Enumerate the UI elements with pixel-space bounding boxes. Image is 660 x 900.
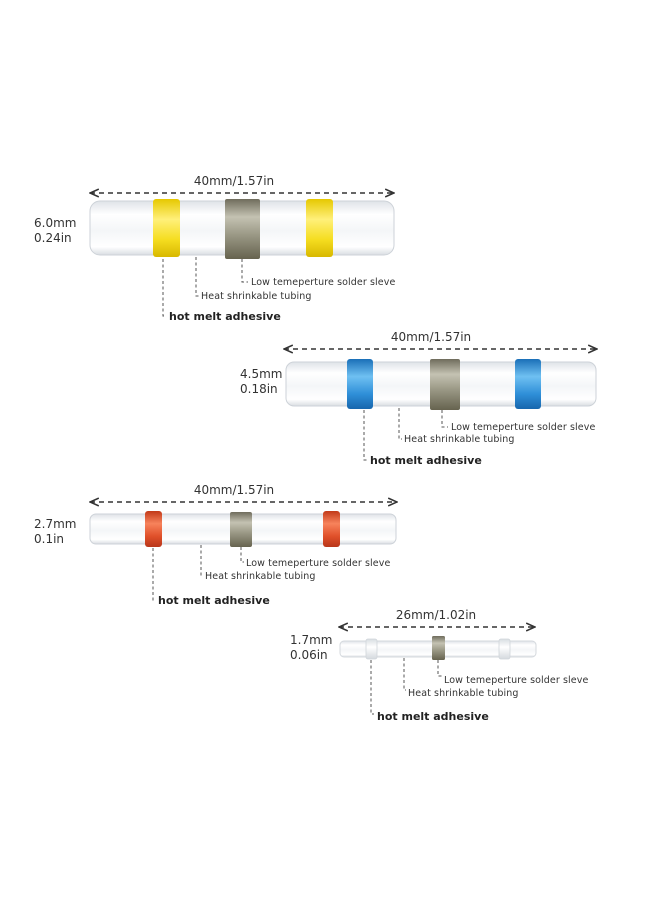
solder-leader: [240, 547, 244, 563]
adhesive-band-left: [347, 359, 373, 409]
solder-label: Low temeperture solder sleve: [444, 675, 588, 686]
adhesive-band-left: [145, 511, 162, 547]
solder-sleeve: [432, 636, 445, 660]
solder-label: Low temeperture solder sleve: [451, 422, 595, 433]
tubing-leader: [200, 545, 203, 577]
adhesive-label: hot melt adhesive: [169, 310, 281, 323]
tubing-label: Heat shrinkable tubing: [408, 688, 518, 699]
adhesive-label: hot melt adhesive: [370, 454, 482, 467]
diameter-in-label: 0.18in: [240, 382, 278, 396]
tubing-label: Heat shrinkable tubing: [404, 434, 514, 445]
tubing-label: Heat shrinkable tubing: [201, 291, 311, 302]
adhesive-band-right: [515, 359, 541, 409]
length-label: 40mm/1.57in: [194, 483, 274, 497]
connector-4-5mm: 40mm/1.57in 4.5mm 0.18in Low temeperture…: [240, 330, 597, 467]
length-label: 40mm/1.57in: [391, 330, 471, 344]
solder-sleeve: [430, 359, 460, 410]
connector-2-7mm: 40mm/1.57in 2.7mm 0.1in Low temeperture …: [34, 483, 397, 607]
tubing-leader: [403, 658, 406, 691]
tubing-label: Heat shrinkable tubing: [205, 571, 315, 582]
connector-6mm: 40mm/1.57in 6.0mm 0.24in Low temeperture…: [34, 174, 395, 323]
adhesive-band-left: [153, 199, 180, 257]
connector-1-7mm: 26mm/1.02in 1.7mm 0.06in Low temeperture…: [290, 608, 588, 723]
diameter-in-label: 0.1in: [34, 532, 64, 546]
adhesive-band-right: [306, 199, 333, 257]
adhesive-leader: [370, 660, 374, 715]
diameter-in-label: 0.24in: [34, 231, 72, 245]
length-label: 40mm/1.57in: [194, 174, 274, 188]
adhesive-label: hot melt adhesive: [377, 710, 489, 723]
diameter-mm-label: 1.7mm: [290, 633, 332, 647]
adhesive-label: hot melt adhesive: [158, 594, 270, 607]
length-label: 26mm/1.02in: [396, 608, 476, 622]
tubing-leader: [398, 408, 402, 440]
solder-label: Low temeperture solder sleve: [246, 558, 390, 569]
solder-leader: [437, 660, 442, 677]
adhesive-band-right: [498, 638, 511, 660]
adhesive-leader: [162, 259, 166, 317]
solder-sleeve: [225, 199, 260, 259]
diameter-in-label: 0.06in: [290, 648, 328, 662]
adhesive-leader: [363, 410, 367, 461]
adhesive-band-left: [365, 638, 378, 660]
diameter-mm-label: 4.5mm: [240, 367, 282, 381]
solder-sleeve: [230, 512, 252, 547]
solder-leader: [441, 410, 448, 428]
tubing-leader: [195, 257, 199, 297]
diameter-mm-label: 2.7mm: [34, 517, 76, 531]
diameter-mm-label: 6.0mm: [34, 216, 76, 230]
adhesive-leader: [152, 548, 155, 601]
solder-leader: [241, 259, 248, 283]
solder-label: Low temeperture solder sleve: [251, 277, 395, 288]
adhesive-band-right: [323, 511, 340, 547]
